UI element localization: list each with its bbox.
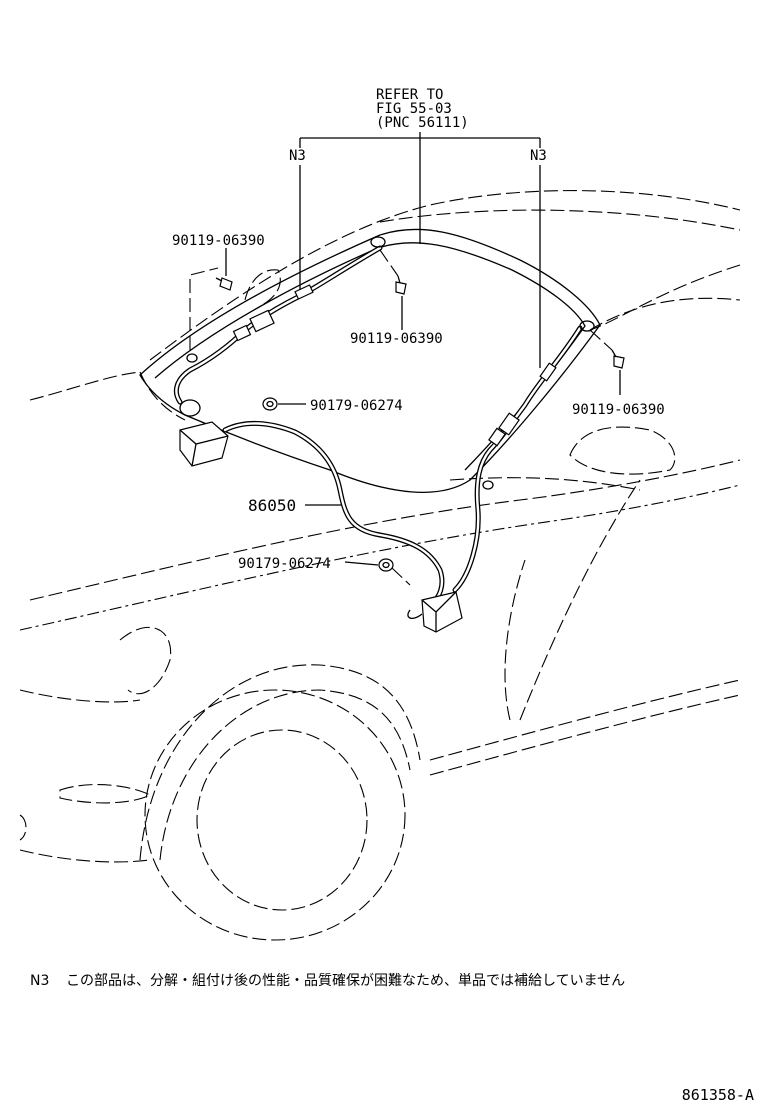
grommet-lower-label: 90179-06274	[238, 556, 331, 572]
refer-line-1: REFER TO	[376, 87, 443, 103]
refer-line-3: (PNC 56111)	[376, 115, 469, 131]
bolt-left-label: 90119-06390	[172, 233, 265, 249]
antenna-harness-86050	[173, 236, 595, 633]
assembly-label: 86050	[248, 496, 296, 515]
footnote-marker: N3	[30, 973, 50, 989]
n3-right-label: N3	[530, 148, 547, 164]
leader-lines	[189, 132, 621, 586]
footnote-text: この部品は、分解・組付け後の性能・品質確保が困難なため、単品では補給していません	[66, 973, 626, 989]
n3-left-label: N3	[289, 148, 306, 164]
car-body-outline	[19, 190, 741, 941]
bolt-center-label: 90119-06390	[350, 331, 443, 347]
grommet-upper-label: 90179-06274	[310, 398, 403, 414]
diagram-code: 861358-A	[681, 1086, 754, 1104]
bolt-right-label: 90119-06390	[572, 402, 665, 418]
fasteners	[215, 275, 625, 572]
refer-line-2: FIG 55-03	[376, 101, 452, 117]
footnote: N3 この部品は、分解・組付け後の性能・品質確保が困難なため、単品では補給していま…	[30, 970, 750, 990]
callout-labels: REFER TO FIG 55-03 (PNC 56111) N3 N3 901…	[172, 87, 665, 572]
